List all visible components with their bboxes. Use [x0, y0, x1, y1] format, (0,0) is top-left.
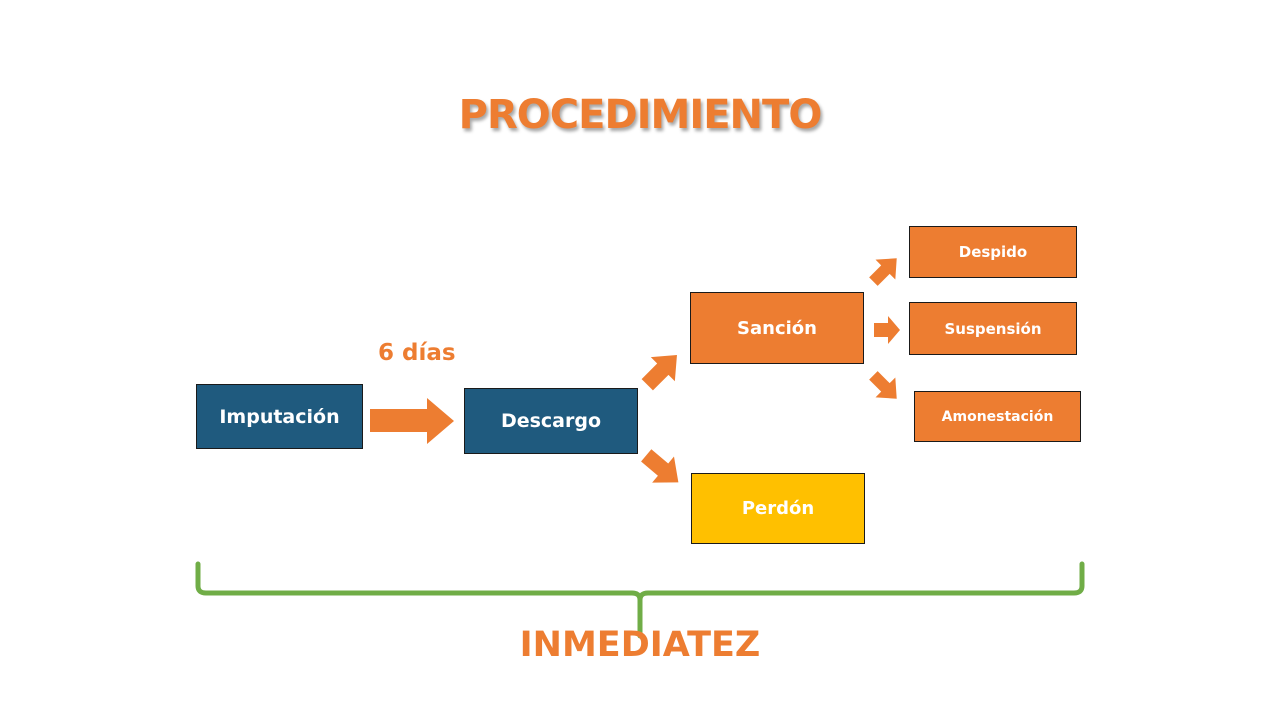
arrow-sancion-despido — [869, 258, 897, 286]
edge-label-days: 6 días — [378, 340, 456, 366]
node-descargo: Descargo — [464, 388, 638, 454]
node-despido: Despido — [909, 226, 1077, 278]
node-imputacion: Imputación — [196, 384, 363, 449]
node-despido-label: Despido — [958, 243, 1028, 261]
node-descargo-label: Descargo — [500, 410, 602, 432]
arrow-sancion-amonestacion — [869, 371, 897, 399]
node-sancion-label: Sanción — [737, 317, 817, 339]
arrow-imputacion-descargo — [370, 398, 454, 444]
node-amonestacion: Amonestación — [914, 391, 1081, 442]
inmediatez-bracket — [195, 561, 1085, 639]
node-imputacion-label: Imputación — [219, 405, 340, 428]
diagram-title: PROCEDIMIENTO — [458, 92, 823, 138]
node-perdon: Perdón — [691, 473, 865, 544]
arrow-descargo-perdon — [641, 449, 679, 483]
node-perdon-label: Perdón — [741, 498, 815, 519]
node-suspension: Suspensión — [909, 302, 1077, 355]
arrow-sancion-suspension — [874, 316, 900, 344]
node-suspension-label: Suspensión — [944, 319, 1042, 338]
bracket-label: INMEDIATEZ — [519, 625, 761, 665]
arrow-descargo-sancion — [641, 355, 677, 391]
node-sancion: Sanción — [690, 292, 864, 364]
node-amonestacion-label: Amonestación — [941, 408, 1054, 425]
